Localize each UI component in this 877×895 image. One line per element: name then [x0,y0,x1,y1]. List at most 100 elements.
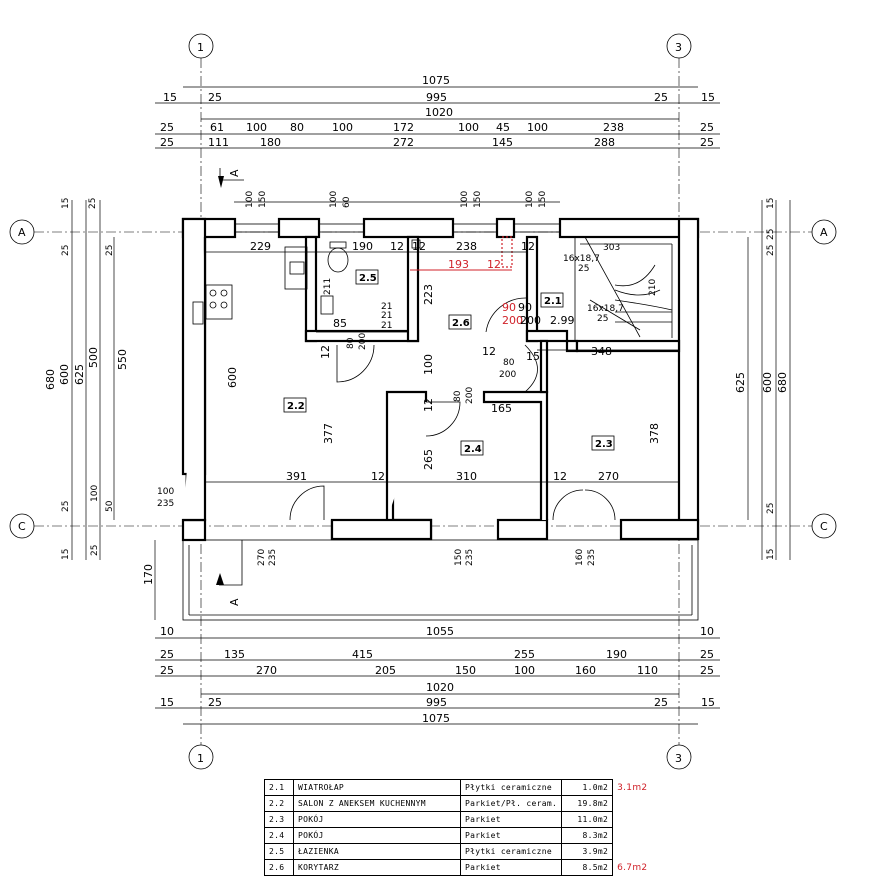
dim-text: 223 [422,284,435,305]
dim-text: 272 [393,136,414,149]
dim-text: 25 [654,696,668,709]
dim-text: 25 [766,245,776,256]
dim-text: 80 [503,358,515,368]
dim-text: 680 [776,372,789,393]
dim-text: 265 [422,449,435,470]
dim-text: 160 [575,549,585,566]
dim-text: 100 [527,121,548,134]
dim-text: 12 [412,240,426,253]
dim-text: 145 [492,136,513,149]
legend-area: 11.0m2 [561,811,614,828]
dim-text: 50 [105,500,115,512]
dim-text: 1020 [426,681,454,694]
dim-text: 21 [381,321,392,331]
legend-area: 1.0m2 [561,779,614,796]
legend-material: Parkiet [459,859,563,876]
axis-3-bottom: 3 [675,752,682,765]
legend-extra [613,796,652,812]
legend-extra [613,844,652,860]
legend-material: Płytki ceramiczne [459,843,563,860]
legend-code: 2.6 [264,859,294,876]
bottom-dimensions: 10 1055 10 25 135 415 255 190 25 25 270 … [155,625,720,725]
dim-text: 180 [260,136,281,149]
legend-name: POKÓJ [293,811,461,828]
axis-3-top: 3 [675,41,682,54]
legend-name: KORYTARZ [293,859,461,876]
top-dimensions: 1075 15 25 995 25 15 1020 25 61 100 80 1… [155,74,720,208]
dim-text: 238 [456,240,477,253]
legend-code: 2.2 [264,795,294,812]
axis-c-right: C [820,520,828,533]
dim-text: 270 [598,470,619,483]
stair-dim: 25 [578,264,589,274]
dim-text: 12 [482,345,496,358]
dim-text: 160 [575,664,596,677]
doors [289,297,616,521]
dim-text: 25 [105,245,115,256]
dim-text: 150 [454,549,464,566]
dim-text: 210 [648,279,658,296]
dim-text: 25 [88,198,98,209]
dim-text: 600 [226,367,239,388]
dim-text: 25 [160,648,174,661]
dim-text: 235 [268,549,278,566]
room-label-2-4: 2.4 [464,444,482,455]
dim-text: 21 [381,302,392,312]
dim-text: 61 [210,121,224,134]
dim-text: 100 [422,354,435,375]
dim-text: 391 [286,470,307,483]
interior-dimensions: 229 190 12 238 12 193 12 223 211 85 21 2… [157,240,679,566]
dim-text: 85 [333,317,347,330]
dim-text: 288 [594,136,615,149]
stair-dim: 16x18,7 [563,254,600,264]
dim-text: 25 [208,696,222,709]
legend-material: Parkiet [459,827,563,844]
legend-extra: 6.7m2 [617,862,648,873]
dim-text: 995 [426,696,447,709]
legend-extra [613,828,652,844]
dim-text: 235 [465,549,475,566]
dim-text: 200 [520,314,541,327]
dim-text: 600 [58,364,71,385]
fixtures [192,239,421,325]
dim-text: 15 [526,350,540,363]
dim-text: 90 [518,301,532,314]
dim-text: 200 [499,370,516,380]
dim-text: 25 [160,121,174,134]
dim-text: 100 [246,121,267,134]
legend-code: 2.3 [264,811,294,828]
dim-text: 10 [700,625,714,638]
stair-dim: 25 [597,314,608,324]
dim-text: 172 [393,121,414,134]
section-markers: A A [216,168,244,606]
legend-extra: 3.1m2 [617,782,648,793]
dim-text: 12 [422,398,435,412]
dim-text: 60 [342,196,352,208]
legend-material: Parkiet/Pł. ceram. [459,795,563,812]
dim-text: 15 [61,198,71,209]
dim-text: 111 [208,136,229,149]
room-label-2-1: 2.1 [544,296,562,307]
dim-text: 25 [160,136,174,149]
legend-code: 2.5 [264,843,294,860]
dim-text-red: 12 [487,258,501,271]
axis-1-bottom: 1 [197,752,204,765]
legend-code: 2.1 [264,779,294,796]
dim-text-red: 90 [502,301,516,314]
dim-text: 25 [700,664,714,677]
dim-text: 150 [538,191,548,208]
dim-text: 135 [224,648,245,661]
dim-text: 100 [332,121,353,134]
dim-text: 80 [453,390,463,402]
dim-text: 25 [61,501,71,512]
dim-text: 25 [90,545,100,556]
room-label-2-5: 2.5 [359,273,377,284]
dim-text: 600 [761,372,774,393]
axis-1-top: 1 [197,41,204,54]
